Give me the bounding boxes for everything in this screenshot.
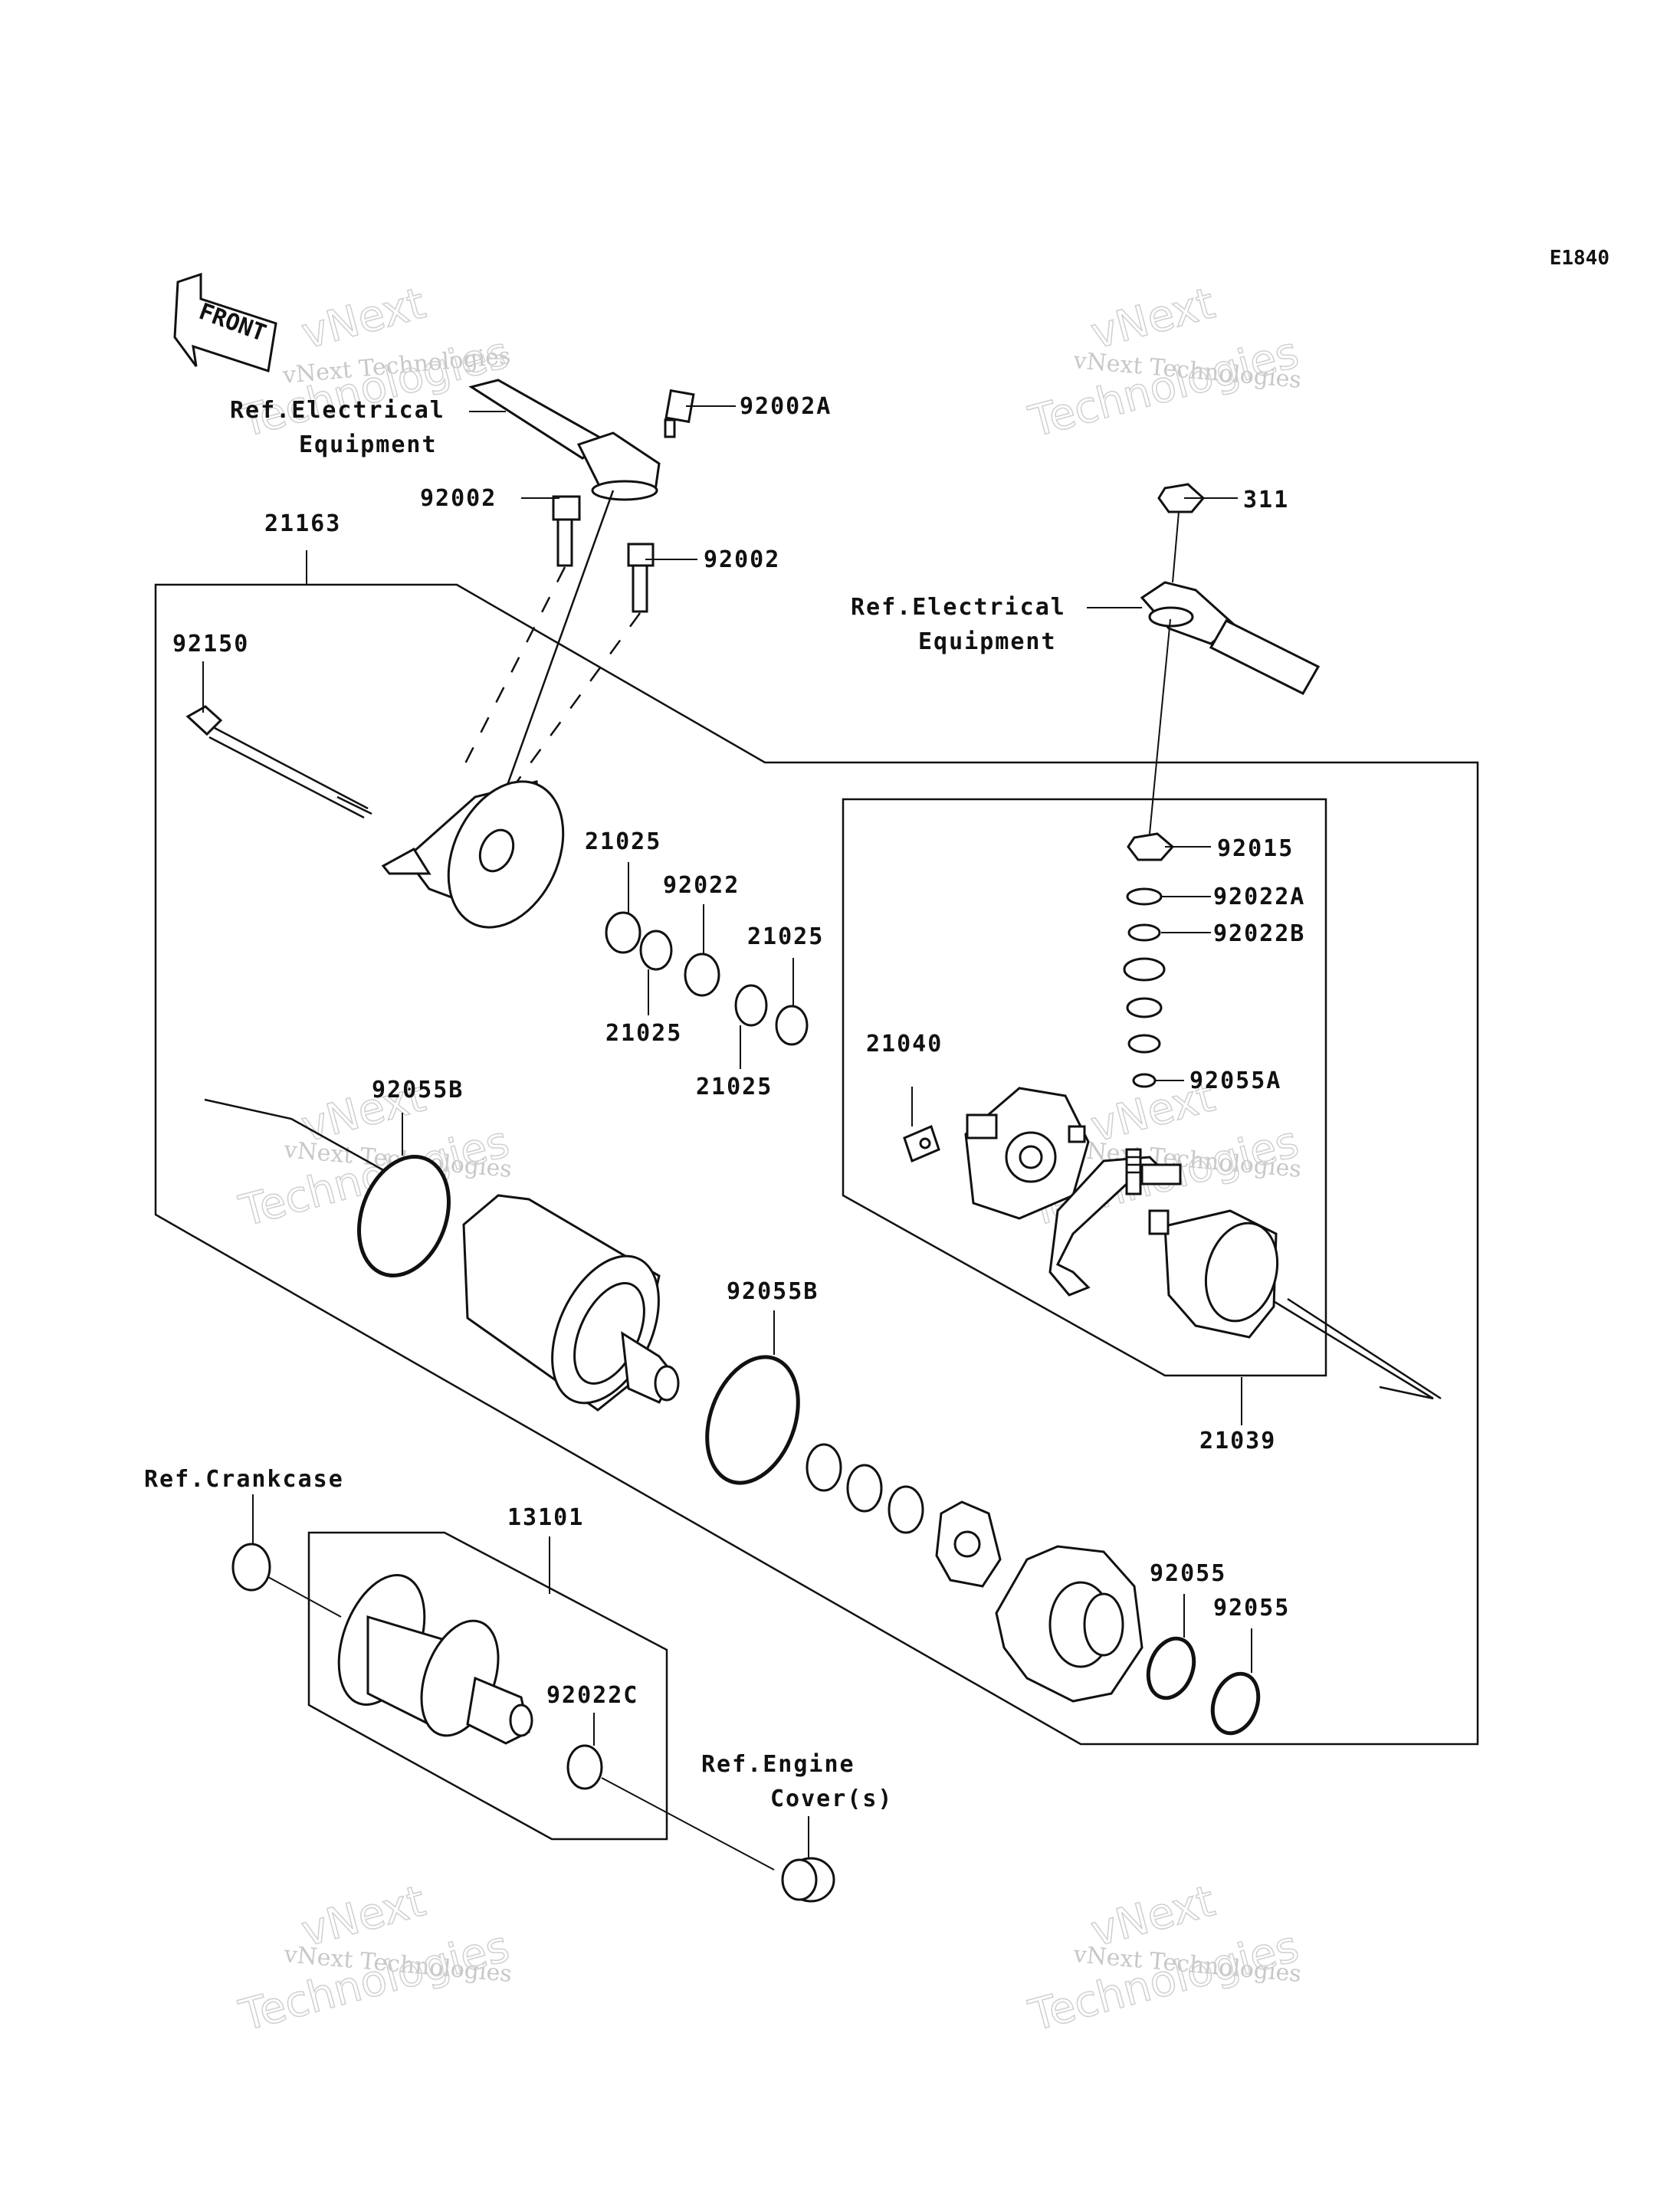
washer [846, 1464, 883, 1513]
part-number-92022B: 92022B [1213, 920, 1305, 947]
cable-terminal-right [1140, 581, 1321, 695]
long-bolt-92150 [185, 705, 372, 819]
o-ring-92055B-a [357, 1155, 451, 1277]
ref-electrical-label-right-line2: Equipment [918, 628, 1057, 655]
brush-plate [964, 1087, 1090, 1220]
part-number-21025: 21025 [585, 828, 661, 855]
part-number-92015: 92015 [1217, 835, 1294, 862]
assembly-line [504, 612, 641, 798]
front-arrow-icon: FRONT [173, 272, 277, 372]
bolt-92002-a [552, 495, 581, 567]
ref-engine-label-line2: Cover(s) [770, 1785, 894, 1812]
part-number-92002A: 92002A [740, 393, 832, 420]
yoke-ring [1148, 1209, 1279, 1339]
assembly-line [1172, 511, 1180, 583]
part-number-92002: 92002 [704, 546, 780, 573]
washer-92022A [1126, 887, 1163, 906]
assembly-line [504, 490, 615, 790]
part-number-21025: 21025 [747, 923, 824, 950]
ref-electrical-label-left-line1: Ref.Electrical [230, 397, 445, 424]
nut-92015 [1127, 832, 1175, 861]
washer [806, 1443, 842, 1492]
brush-clip [1048, 1156, 1182, 1297]
assembly-frame-13101 [307, 1531, 668, 1841]
part-number-21025: 21025 [605, 1020, 682, 1047]
ref-electrical-label-left-line2: Equipment [299, 431, 438, 458]
bush-engine-cover [781, 1857, 835, 1903]
washer [1123, 957, 1166, 982]
washer [888, 1485, 924, 1534]
assembly-line [601, 1777, 775, 1871]
watermark-text: vNext [1086, 278, 1220, 359]
o-ring-92055A [1132, 1073, 1157, 1088]
watermark-bottom-left: vNext Technologies vNext Technologies [234, 1876, 515, 2042]
part-number-21040: 21040 [866, 1031, 943, 1058]
part-number-92150: 92150 [172, 631, 249, 657]
washer [1127, 1034, 1161, 1054]
watermark-top-right: vNext Technologies vNext Technologies [1023, 278, 1304, 448]
motor-yoke [462, 1194, 680, 1412]
washer-21025-b [639, 930, 673, 971]
assembly-line [1149, 618, 1171, 835]
part-number-92055B: 92055B [727, 1278, 819, 1305]
part-number-92055: 92055 [1213, 1595, 1290, 1622]
part-number-311: 311 [1243, 487, 1289, 513]
part-number-13101: 13101 [507, 1504, 584, 1531]
part-number-92055B: 92055B [372, 1077, 464, 1103]
end-cover-rear [995, 1545, 1144, 1703]
cable-terminal-left [468, 379, 661, 501]
assembly-line [458, 566, 566, 775]
end-cover-housing [381, 780, 565, 929]
washer-21025-a [605, 911, 641, 954]
leader-lines [202, 405, 1252, 1858]
nut-311 [1157, 483, 1206, 513]
terminal-bolt [1125, 1148, 1142, 1195]
watermark-text: vNext [297, 278, 431, 359]
washer-92022C [566, 1744, 603, 1790]
part-number-92055A: 92055A [1189, 1067, 1281, 1094]
watermark-bottom-right: vNext Technologies vNext Technologies [1023, 1876, 1304, 2042]
ref-engine-label-line1: Ref.Engine [701, 1751, 855, 1778]
part-number-92002: 92002 [420, 485, 497, 512]
washer-21025-c [734, 984, 768, 1027]
assembly-line [267, 1576, 342, 1618]
pointer-line-left [204, 1098, 399, 1180]
assembly-frame-21039 [842, 798, 1327, 1377]
washer-92022B [1127, 923, 1161, 942]
part-number-21025: 21025 [696, 1074, 773, 1100]
ref-crankcase-label: Ref.Crankcase [144, 1466, 344, 1493]
pointer-line [1287, 1297, 1442, 1400]
starter-clutch-13101 [231, 1543, 533, 1745]
assembly-frame-21163 [154, 583, 1479, 1746]
washer [1126, 997, 1163, 1018]
bolt-92002-b [627, 543, 655, 613]
ref-electrical-label-right-line1: Ref.Electrical [851, 594, 1066, 621]
watermark-text: vNext [297, 1876, 431, 1956]
pointer-line-right [1271, 1299, 1434, 1400]
part-number-21163: 21163 [264, 510, 341, 537]
part-number-92055: 92055 [1150, 1560, 1226, 1587]
bolt-92002A [664, 389, 695, 438]
brush-holder-21040 [903, 1124, 940, 1163]
o-ring-92055B-b [705, 1355, 800, 1485]
washer-92022 [684, 953, 720, 997]
part-number-92022C: 92022C [546, 1682, 638, 1709]
part-number-92022: 92022 [663, 872, 740, 899]
washer-21025-d [775, 1005, 809, 1046]
o-ring-92055-b [1210, 1671, 1261, 1736]
bearing-plate [935, 1500, 1002, 1588]
part-number-92022A: 92022A [1213, 884, 1305, 910]
o-ring-92055-a [1146, 1636, 1196, 1700]
diagram-code: E1840 [1550, 247, 1609, 270]
part-number-21039: 21039 [1199, 1428, 1276, 1454]
watermark-text: vNext [1086, 1876, 1220, 1956]
